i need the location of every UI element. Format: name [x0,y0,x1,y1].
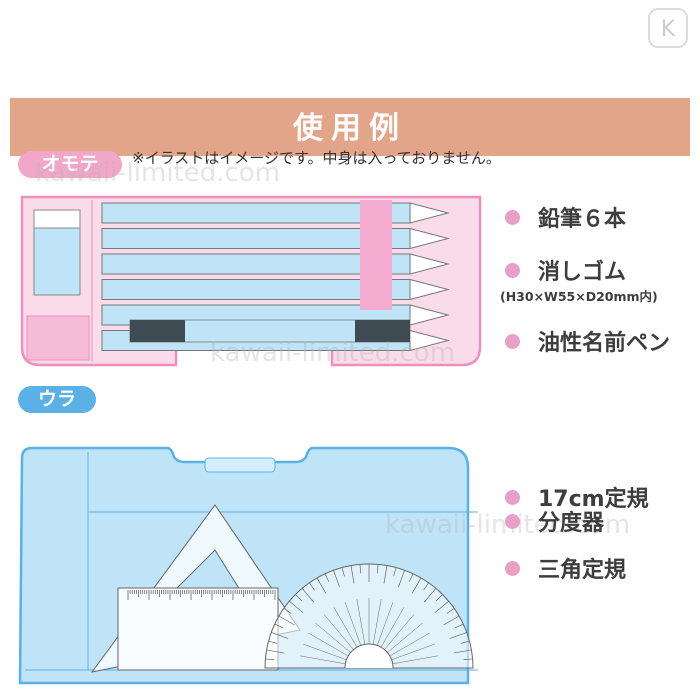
protractor-tick [309,582,315,591]
protractor-ray [308,632,349,657]
back-case [18,446,478,685]
protractor-ray [372,599,382,645]
bullet-dot [505,209,520,225]
protractor-tick [446,608,455,614]
protractor-tick [383,565,388,584]
item-label: 消しゴム [538,260,627,285]
protractor-tick [453,649,472,654]
bullet-dot [505,333,520,349]
protractor-tick [333,570,340,588]
protractor-tick [463,658,473,661]
protractor-ray [344,602,362,646]
item-label: 分度器 [538,511,605,536]
protractor-tick [289,600,304,613]
protractor-tick [316,577,327,594]
back-badge: ウラ [18,386,96,413]
item-label: 三角定規 [538,558,627,583]
illustration-note: ※イラストはイメージです。中身は入っておりません。 [132,149,501,167]
protractor-tick [454,623,464,629]
protractor-ray [315,622,351,653]
protractor-tick [424,588,437,603]
item-label: 鉛筆６本 [538,207,627,232]
bullet-dot [505,262,520,278]
pencil-tip [409,253,450,275]
pencil-tip [409,278,450,301]
pencil-tip [409,227,450,250]
protractor-tick [301,588,314,603]
protractor-tick [423,582,429,591]
protractor-ray [384,614,415,650]
protractor-tick [435,594,443,602]
protractor-tick [341,567,345,577]
protractor-tick [449,632,467,639]
item-label: 17cm定規 [538,487,649,512]
protractor-ray [389,632,430,657]
protractor-ray [391,643,435,661]
front-item-eraser: 消しゴム [505,254,626,286]
eraser-size: (H30×W55×D20mm内) [500,289,658,304]
protractor-tick [359,564,362,574]
back-item-protractor: 分度器 [505,505,604,537]
front-badge: オモテ [18,151,122,178]
protractor-tick [398,570,405,588]
protractor-ray [323,614,354,650]
protractor-ray [333,607,358,648]
protractor-ray [303,643,347,661]
page-title: 使用例 [293,111,407,146]
protractor-ray [376,602,394,646]
protractor-tick [266,649,285,654]
protractor-tick [460,640,470,644]
protractor-ray [300,655,346,665]
protractor-tick [295,594,303,602]
protractor-tick [393,567,397,577]
protractor-tick [278,615,295,626]
protractor-tick [434,600,449,613]
pencil-tip [409,304,450,326]
item-label: 油性名前ペン [538,331,671,356]
logo-icon: K [648,8,688,48]
protractor-tick [376,564,379,574]
watermark: kawaii-limited.com [210,338,456,368]
bullet-dot [505,489,520,505]
back-item-triangle: 三角定規 [505,552,626,584]
protractor-tick [265,658,275,661]
header-band [10,98,690,156]
protractor-tick [324,573,330,583]
watermark: kawaii-limited.com [35,158,281,188]
back-item-ruler: 17cm定規 [505,481,649,513]
pencil-tip [409,202,450,224]
protractor-tick [271,632,289,639]
front-case [20,195,482,367]
protractor-ray [356,599,366,645]
protractor-tick [283,608,292,614]
protractor-tick [443,615,460,626]
protractor-tick [408,573,414,583]
protractor-ray [380,607,405,648]
bullet-dot [505,513,520,529]
protractor-ray [387,622,423,653]
protractor-tick [350,565,355,584]
protractor-ray [392,655,438,665]
protractor-tick [411,577,422,594]
front-item-pencils: 鉛筆６本 [505,201,626,233]
front-item-pen: 油性名前ペン [505,325,670,357]
protractor-tick [268,640,278,644]
bullet-dot [505,560,520,576]
protractor-tick [274,623,284,629]
